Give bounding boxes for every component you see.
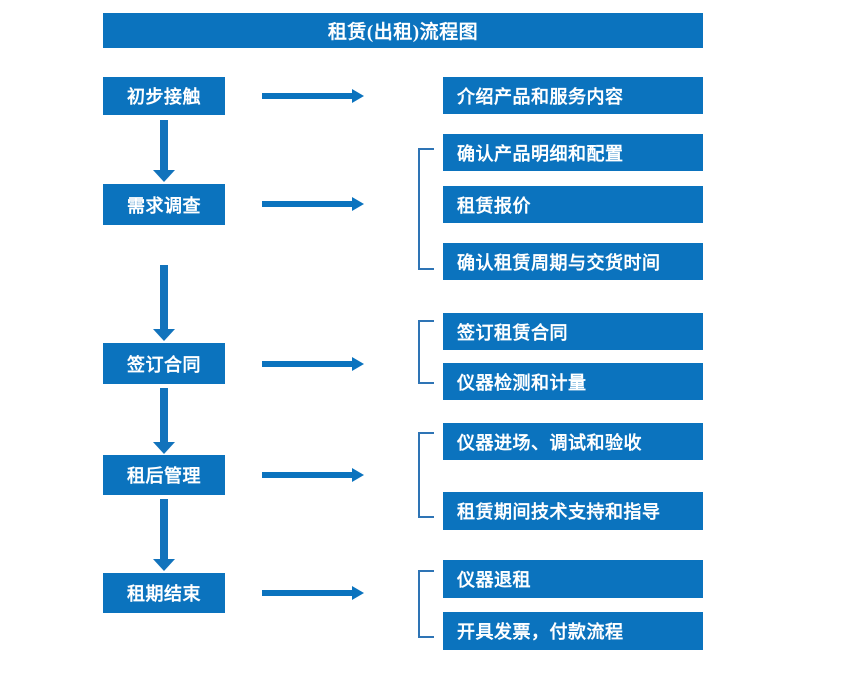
- flow-arrow-down-3: [153, 388, 175, 454]
- flow-arrow-down-2: [153, 265, 175, 341]
- detail-box-8[interactable]: 租赁期间技术支持和指导: [443, 492, 703, 530]
- group-bracket-3: [418, 320, 434, 384]
- arrow-shaft: [262, 201, 352, 207]
- chart-title-text: 租赁(出租)流程图: [327, 22, 479, 43]
- detail-label-8: 租赁期间技术支持和指导: [457, 502, 661, 522]
- arrow-head-icon: [153, 559, 175, 571]
- detail-box-9[interactable]: 仪器退租: [443, 560, 703, 598]
- arrow-shaft: [160, 499, 168, 559]
- group-bracket-5: [418, 570, 434, 638]
- flow-arrow-down-1: [153, 120, 175, 182]
- branch-arrow-right-4: [262, 465, 364, 485]
- arrow-shaft: [160, 388, 168, 442]
- stage-box-1[interactable]: 初步接触: [103, 77, 225, 115]
- detail-box-1[interactable]: 介绍产品和服务内容: [443, 77, 703, 114]
- detail-label-2: 确认产品明细和配置: [457, 143, 624, 164]
- arrow-shaft: [262, 361, 352, 367]
- detail-label-5: 签订租赁合同: [457, 322, 568, 343]
- detail-box-10[interactable]: 开具发票，付款流程: [443, 612, 703, 650]
- arrow-head-icon: [153, 329, 175, 341]
- stage-box-4[interactable]: 租后管理: [103, 455, 225, 495]
- stage-label-4: 租后管理: [127, 466, 201, 486]
- arrow-shaft: [262, 93, 352, 99]
- detail-box-4[interactable]: 确认租赁周期与交货时间: [443, 243, 703, 280]
- stage-box-3[interactable]: 签订合同: [103, 343, 225, 384]
- detail-box-7[interactable]: 仪器进场、调试和验收: [443, 423, 703, 460]
- stage-label-2: 需求调查: [127, 195, 201, 216]
- stage-box-2[interactable]: 需求调查: [103, 184, 225, 225]
- arrow-head-icon: [352, 197, 364, 211]
- detail-box-5[interactable]: 签订租赁合同: [443, 313, 703, 350]
- branch-arrow-right-3: [262, 354, 364, 374]
- arrow-shaft: [160, 265, 168, 329]
- detail-label-6: 仪器检测和计量: [457, 372, 587, 393]
- arrow-shaft: [160, 120, 168, 170]
- arrow-head-icon: [352, 357, 364, 371]
- detail-label-1: 介绍产品和服务内容: [457, 86, 624, 107]
- branch-arrow-right-2: [262, 194, 364, 214]
- group-bracket-4: [418, 432, 434, 518]
- arrow-head-icon: [153, 442, 175, 454]
- detail-box-6[interactable]: 仪器检测和计量: [443, 363, 703, 400]
- arrow-head-icon: [352, 586, 364, 600]
- chart-title-banner: 租赁(出租)流程图: [103, 13, 703, 48]
- detail-box-3[interactable]: 租赁报价: [443, 186, 703, 223]
- arrow-head-icon: [153, 170, 175, 182]
- arrow-shaft: [262, 472, 352, 478]
- stage-label-3: 签订合同: [127, 354, 201, 375]
- stage-label-1: 初步接触: [127, 87, 201, 107]
- stage-label-5: 租期结束: [127, 584, 201, 604]
- stage-box-5[interactable]: 租期结束: [103, 573, 225, 613]
- arrow-shaft: [262, 590, 352, 596]
- detail-box-2[interactable]: 确认产品明细和配置: [443, 134, 703, 171]
- detail-label-3: 租赁报价: [457, 195, 531, 216]
- branch-arrow-right-5: [262, 583, 364, 603]
- detail-label-9: 仪器退租: [457, 570, 531, 590]
- branch-arrow-right-1: [262, 86, 364, 106]
- detail-label-7: 仪器进场、调试和验收: [457, 432, 642, 453]
- detail-label-10: 开具发票，付款流程: [457, 622, 624, 642]
- group-bracket-2: [418, 148, 434, 270]
- arrow-head-icon: [352, 468, 364, 482]
- detail-label-4: 确认租赁周期与交货时间: [457, 252, 661, 273]
- arrow-head-icon: [352, 89, 364, 103]
- flow-arrow-down-4: [153, 499, 175, 571]
